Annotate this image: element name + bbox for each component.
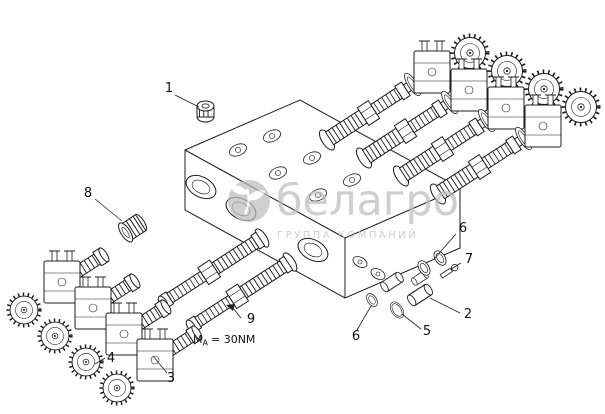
seal-kit-parts <box>363 248 459 319</box>
watermark-subtitle-text: ГРУППА КОМПАНИЙ <box>277 228 418 241</box>
callout-9: 9 <box>226 304 255 327</box>
callout-7-label: 7 <box>465 252 473 267</box>
watermark-brand-text: белагро <box>276 176 459 226</box>
snap-ring-part-5 <box>389 301 405 319</box>
callout-8: 8 <box>84 186 123 222</box>
callout-9-label: 9 <box>247 312 255 327</box>
callout-1: 1 <box>165 81 200 108</box>
callout-2-label: 2 <box>464 307 472 322</box>
pin-part-7 <box>439 264 459 279</box>
watermark: белагро ГРУППА КОМПАНИЙ <box>228 176 459 241</box>
callout-8-label: 8 <box>84 186 92 201</box>
plug-part-1 <box>196 100 215 123</box>
callout-3-label: 3 <box>167 371 175 386</box>
callout-4: 4 <box>94 351 115 366</box>
callout-3: 3 <box>152 355 175 386</box>
callouts: 1 8 4 3 9 6 7 2 <box>84 81 473 386</box>
callout-6-right: 6 <box>433 221 467 260</box>
callout-6-bottom-label: 6 <box>352 329 360 344</box>
callout-5: 5 <box>401 313 431 339</box>
callout-1-label: 1 <box>165 81 173 96</box>
callout-6-right-label: 6 <box>459 221 467 236</box>
torque-label: MA= 30NM <box>193 333 255 348</box>
plug-fitting-8 <box>118 213 148 243</box>
callout-6-bottom: 6 <box>352 305 372 344</box>
callout-7: 7 <box>450 252 473 270</box>
callout-2: 2 <box>429 297 472 322</box>
callout-5-label: 5 <box>423 324 431 339</box>
callout-4-label: 4 <box>107 351 115 366</box>
